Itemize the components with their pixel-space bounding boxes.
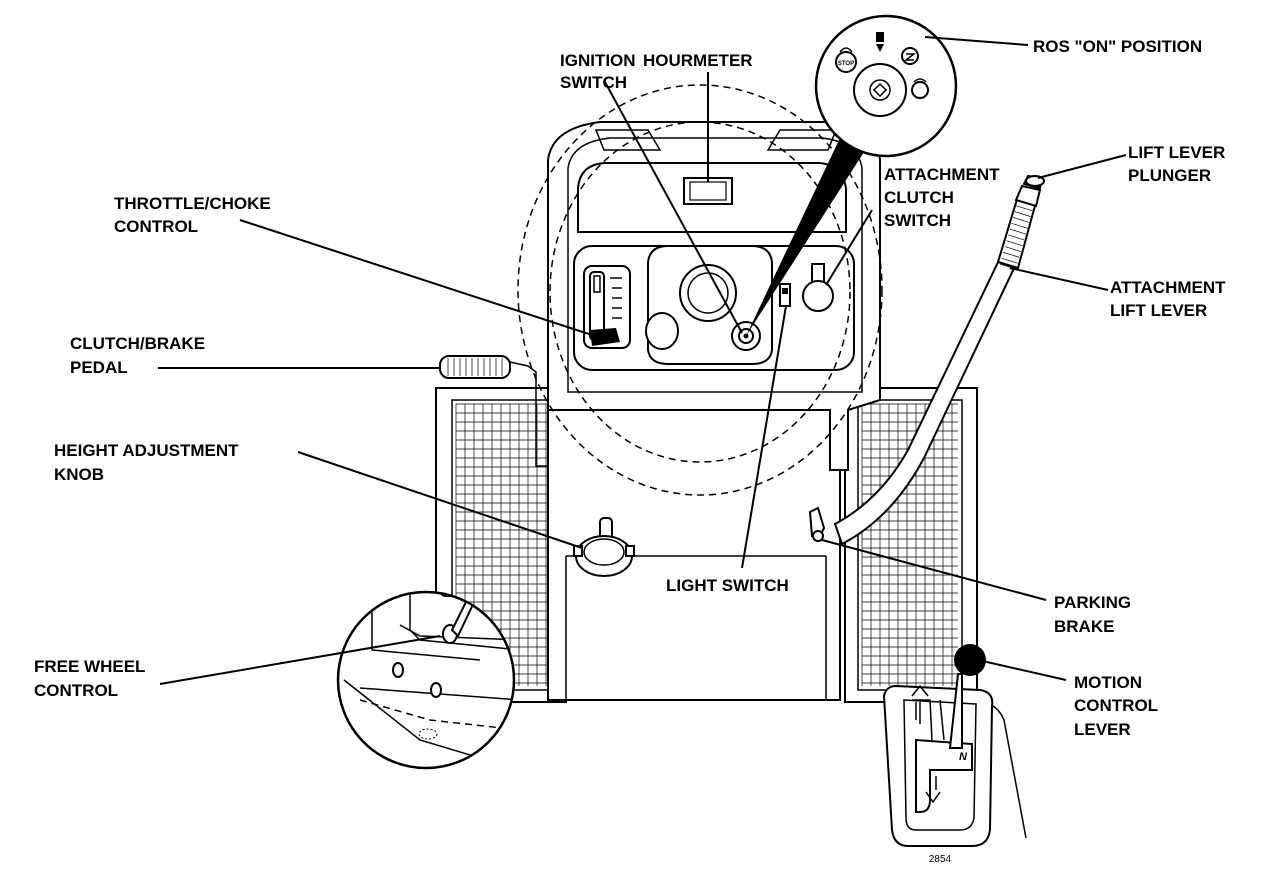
figure-number: 2854 [929,854,952,865]
label-clutch-brake-pedal-line2: PEDAL [70,358,128,377]
attachment-clutch-switch[interactable] [802,263,834,312]
motion-control-assembly: N [882,644,1027,847]
label-motion-control-lever-line2: CONTROL [1074,696,1158,715]
label-height-adjustment-knob-line1: HEIGHT ADJUSTMENT [54,441,239,460]
ignition-zoom-wedge [746,138,864,336]
lift-lever-plunger[interactable] [1014,174,1045,208]
dashboard-console [547,121,881,471]
label-attachment-lift-lever-line1: ATTACHMENT [1110,278,1226,297]
reverse-arrow-icon [925,776,941,804]
label-parking-brake-line2: BRAKE [1054,617,1114,636]
motion-control-lever[interactable] [948,644,986,749]
label-light-switch: LIGHT SWITCH [666,576,789,595]
grip-ridge [1008,234,1025,241]
parking-brake[interactable] [808,506,826,542]
label-motion-control-lever-line3: LEVER [1074,720,1131,739]
label-attachment-clutch-switch-line3: SWITCH [884,211,951,230]
label-attachment-lift-lever-line2: LIFT LEVER [1110,301,1207,320]
grip-ridge [1009,228,1026,235]
grip-ridge [1006,240,1023,247]
height-adjustment-knob[interactable] [573,517,635,577]
clutch-brake-pedal[interactable] [439,355,548,467]
label-ros-on-position: ROS "ON" POSITION [1033,37,1202,56]
leader-lines [158,36,1127,685]
light-switch[interactable] [779,283,791,307]
label-ignition-switch-line1: IGNITION [560,51,636,70]
callout-labels: ROS "ON" POSITION IGNITION SWITCH HOURME… [34,37,1226,865]
lift-lever-grip [996,194,1038,270]
label-attachment-clutch-switch-line1: ATTACHMENT [884,165,1000,184]
svg-text:STOP: STOP [838,61,854,67]
label-free-wheel-control-line2: CONTROL [34,681,118,700]
grip-ridge [1016,205,1033,212]
grip-ridge [1011,222,1028,229]
grip-ridge [1014,211,1031,217]
label-ignition-switch-line2: SWITCH [560,73,627,92]
label-lift-lever-plunger-line1: LIFT LEVER [1128,143,1225,162]
grip-ridge [1003,252,1020,258]
grip-ridge [1001,257,1018,264]
label-parking-brake-line1: PARKING [1054,593,1131,612]
run-icon [901,47,919,65]
start-icon [911,78,929,99]
label-motion-control-lever-line1: MOTION [1074,673,1142,692]
attachment-lift-lever[interactable] [833,174,1045,546]
free-wheel-detail-circle [336,590,516,770]
label-free-wheel-control-line1: FREE WHEEL [34,657,145,676]
label-throttle-choke-line1: THROTTLE/CHOKE [114,194,271,213]
label-lift-lever-plunger-line2: PLUNGER [1128,166,1211,185]
label-throttle-choke-line2: CONTROL [114,217,198,236]
steering-sweep [517,84,883,496]
label-height-adjustment-knob-line2: KNOB [54,465,104,484]
grip-ridge [1012,217,1030,223]
neutral-marker: N [959,751,968,763]
forward-arrow-icon [911,684,929,724]
throttle-choke-control[interactable] [583,265,631,349]
label-clutch-brake-pedal-line1: CLUTCH/BRAKE [70,334,205,353]
label-hourmeter: HOURMETER [643,51,753,70]
ignition-detail-circle: STOP [814,14,958,158]
label-attachment-clutch-switch-line2: CLUTCH [884,188,954,207]
grip-ridge [1004,246,1022,252]
stop-icon: STOP [835,47,857,73]
ros-position-icon [876,32,884,52]
